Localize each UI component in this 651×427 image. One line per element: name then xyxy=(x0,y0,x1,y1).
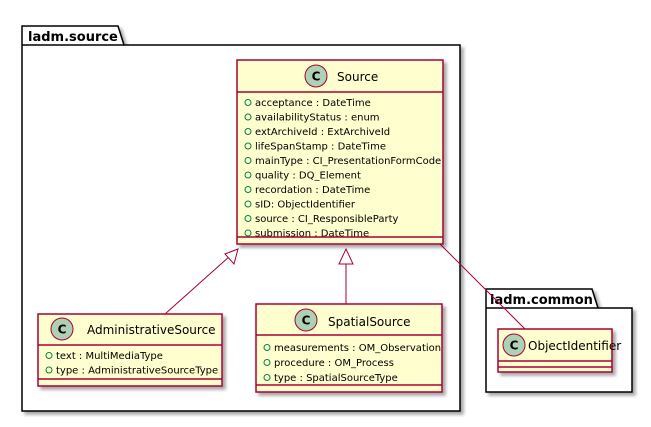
class-badge-icon xyxy=(304,64,328,88)
class-attribute: text : MultiMediaType xyxy=(56,351,163,362)
class-object-identifier: C ObjectIdentifier xyxy=(497,328,621,373)
class-attribute: source : CI_ResponsibleParty xyxy=(255,214,399,225)
class-attribute: type : SpatialSourceType xyxy=(274,373,398,384)
class-attribute: procedure : OM_Process xyxy=(274,358,394,369)
visibility-public-icon xyxy=(244,99,252,106)
class-badge-letter: C xyxy=(312,70,321,84)
class-name-spatial-source: SpatialSource xyxy=(328,315,411,329)
class-spatial-source: C SpatialSource measurements : OM_Observ… xyxy=(255,303,443,393)
class-name-source: Source xyxy=(337,70,378,84)
visibility-public-icon xyxy=(244,142,252,150)
visibility-public-icon xyxy=(45,366,53,374)
class-administrative-source: C AdministrativeSource text : MultiMedia… xyxy=(37,313,223,387)
visibility-public-icon xyxy=(244,171,252,179)
package-title-ladm-common: ladm.common xyxy=(490,293,593,308)
association-line-object-identifier xyxy=(439,243,526,330)
visibility-public-icon xyxy=(244,200,252,208)
class-source: C Source acceptance : DateTime availabili… xyxy=(236,59,444,245)
class-name-administrative-source: AdministrativeSource xyxy=(87,323,216,337)
attribute-list-source: acceptance : DateTime availabilityStatus … xyxy=(244,98,441,240)
class-attribute: submission : DateTime xyxy=(255,229,369,240)
class-badge-letter: C xyxy=(302,314,311,328)
class-attribute: sID: ObjectIdentifier xyxy=(255,200,356,211)
class-attribute: availabilityStatus : enum xyxy=(255,113,380,124)
class-badge-letter: C xyxy=(510,339,519,353)
class-attribute: recordation : DateTime xyxy=(255,185,370,196)
package-title-ladm-source: ladm.source xyxy=(28,30,118,45)
class-name-object-identifier: ObjectIdentifier xyxy=(528,339,621,353)
visibility-public-icon xyxy=(244,113,252,121)
class-attribute: extArchiveId : ExtArchiveId xyxy=(255,127,390,138)
generalization-arrowhead-spatial xyxy=(338,247,354,265)
relationships xyxy=(164,243,526,330)
visibility-public-icon xyxy=(244,186,252,193)
class-attribute: quality : DQ_Element xyxy=(255,171,361,182)
visibility-public-icon xyxy=(244,128,252,135)
class-badge-icon xyxy=(502,333,526,357)
class-badge-icon xyxy=(294,308,318,332)
visibility-public-icon xyxy=(244,157,252,164)
visibility-public-icon xyxy=(244,229,252,237)
visibility-public-icon xyxy=(45,352,53,359)
generalization-arrowhead-administrative xyxy=(224,248,239,266)
visibility-public-icon xyxy=(263,374,271,381)
visibility-public-icon xyxy=(244,215,252,222)
class-attribute: mainType : CI_PresentationFormCode xyxy=(255,156,441,167)
class-attribute: acceptance : DateTime xyxy=(255,98,371,109)
class-attribute: measurements : OM_Observation xyxy=(274,343,441,354)
class-badge-icon xyxy=(50,317,74,341)
generalization-line-administrative xyxy=(164,255,231,315)
visibility-public-icon xyxy=(263,344,271,351)
class-attribute: type : AdministrativeSourceType xyxy=(56,366,218,377)
attribute-list-administrative-source: text : MultiMediaType type : Administrati… xyxy=(45,351,218,377)
class-badge-letter: C xyxy=(58,323,67,337)
attribute-list-spatial-source: measurements : OM_Observation procedure :… xyxy=(263,343,441,384)
visibility-public-icon xyxy=(263,359,271,366)
class-attribute: lifeSpanStamp : DateTime xyxy=(255,142,386,153)
